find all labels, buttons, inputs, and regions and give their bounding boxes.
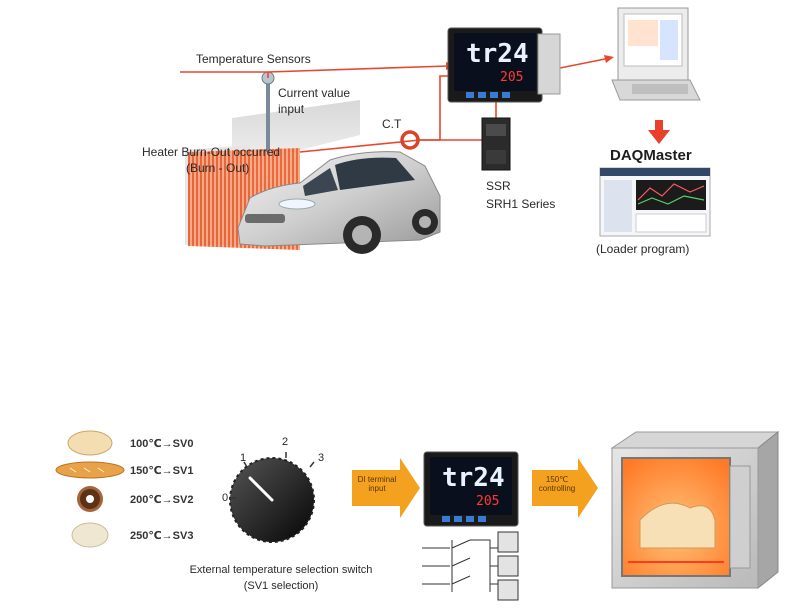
di-terminal-input-label: DI terminal input: [354, 475, 400, 494]
dial-position-2: 2: [282, 436, 289, 448]
controller-display-top-2: tr24: [442, 463, 505, 493]
controlling-line2: controlling: [538, 483, 576, 493]
external-switch-label-line1: External temperature selection switch: [189, 564, 373, 576]
heater-burnout-label-line2: (Burn - Out): [186, 161, 250, 175]
relay-circuit-schematic: [422, 531, 519, 601]
di-terminal-line1: DI terminal: [357, 475, 397, 484]
sv0-label: 100℃→SV0: [130, 438, 194, 450]
current-value-label-line1: Current value: [278, 86, 351, 100]
heater-burnout-label-line1: Heater Burn-Out occurred: [142, 145, 281, 159]
cake-icon: [71, 522, 109, 548]
dial-position-1: 1: [240, 452, 247, 464]
donut-icon: [77, 486, 103, 512]
download-arrow-icon: [648, 120, 670, 144]
sv1-label: 150℃→SV1: [130, 465, 194, 477]
dial-position-0: 0: [222, 492, 229, 504]
baguette-icon: [55, 461, 125, 479]
controller-display-bottom-2: 205: [476, 494, 499, 509]
signal-arrowhead: [604, 55, 614, 63]
ssr-label: SSR: [486, 179, 511, 193]
bread-roll-icon: [67, 430, 113, 456]
controller-display-top: tr24: [466, 39, 529, 69]
external-switch-label-line2: (SV1 selection): [243, 580, 319, 592]
controlling-arrow: [532, 458, 598, 518]
temperature-controller-top: tr24 205: [447, 27, 561, 103]
di-input-arrow: [352, 458, 420, 518]
ssr-series-label: SRH1 Series: [486, 197, 556, 211]
ssr-module-icon: [481, 117, 511, 171]
temperature-controller-bottom: tr24 205: [423, 451, 519, 527]
controlling-label: 150℃ controlling: [534, 475, 580, 494]
dial-position-3: 3: [318, 452, 325, 464]
loader-program-label: (Loader program): [596, 242, 690, 256]
daqmaster-label: DAQMaster: [610, 147, 692, 164]
ct-label: C.T: [382, 117, 402, 131]
ct-ring-icon: [400, 130, 420, 150]
car-icon: [237, 151, 441, 254]
temperature-sensors-label: Temperature Sensors: [196, 52, 311, 66]
daqmaster-screenshot: [599, 167, 711, 237]
current-value-label-line2: input: [278, 102, 305, 116]
sv3-label: 250℃→SV3: [130, 530, 194, 542]
oven-icon: [610, 430, 780, 590]
pc-monitor-icon: [611, 7, 701, 101]
controller-display-bottom: 205: [500, 70, 523, 85]
controlling-line1: 150℃: [545, 475, 569, 484]
sv2-label: 200℃→SV2: [130, 494, 194, 506]
di-terminal-line2: input: [368, 483, 386, 493]
selection-knob-icon: [229, 452, 315, 543]
